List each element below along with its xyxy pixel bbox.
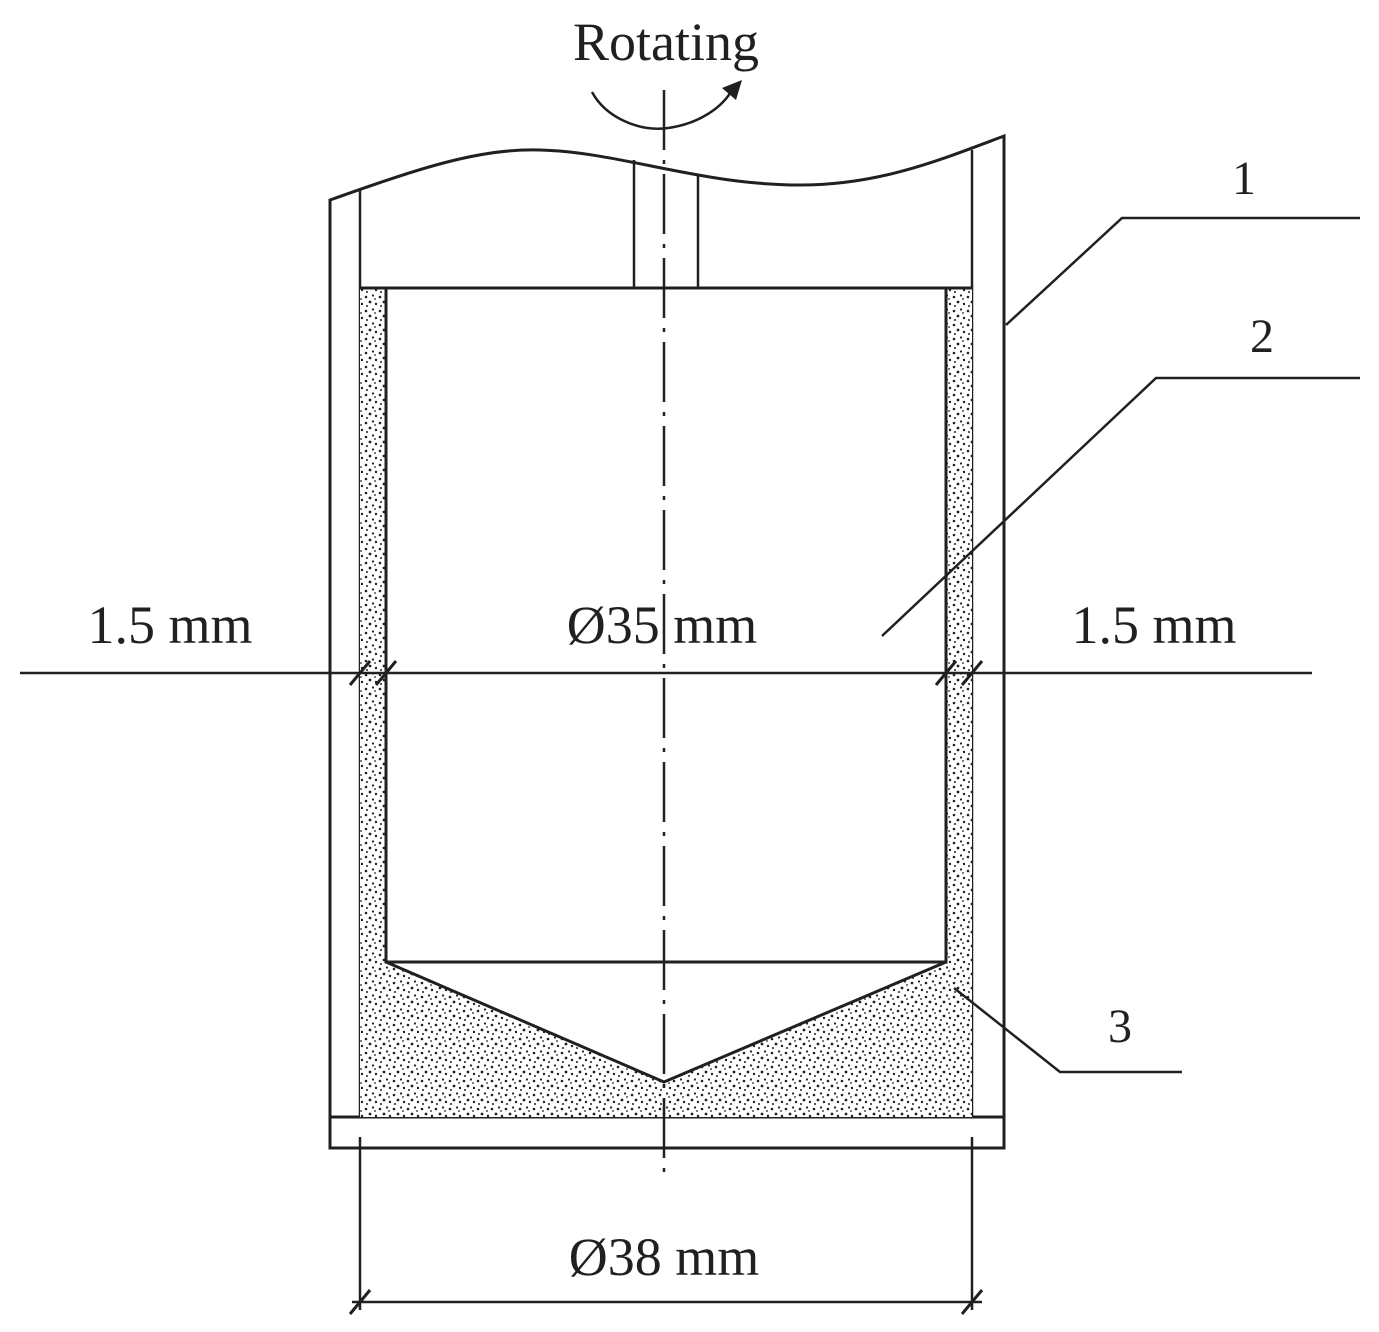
outer-dim-ticks xyxy=(348,1289,984,1315)
callout-2: 2 xyxy=(1250,310,1274,363)
rotation-label: Rotating xyxy=(573,12,759,72)
callout-3: 3 xyxy=(1108,1000,1132,1053)
leader-1 xyxy=(1005,216,1360,326)
rotation-arrowhead xyxy=(722,80,742,100)
dimension-ticks-horizontal xyxy=(348,660,984,686)
conical-tip xyxy=(385,960,947,1084)
outer-diameter-label: Ø38 mm xyxy=(569,1227,760,1287)
leader-2 xyxy=(881,376,1360,637)
rotation-arrow xyxy=(590,89,734,130)
outer-container xyxy=(328,133,1006,1150)
sand-fill xyxy=(360,288,972,1117)
callout-1: 1 xyxy=(1232,152,1256,205)
right-gap-label: 1.5 mm xyxy=(1071,595,1236,655)
inner-diameter-label: Ø35 mm xyxy=(567,595,758,655)
left-gap-label: 1.5 mm xyxy=(87,595,252,655)
leader-3 xyxy=(953,987,1182,1074)
